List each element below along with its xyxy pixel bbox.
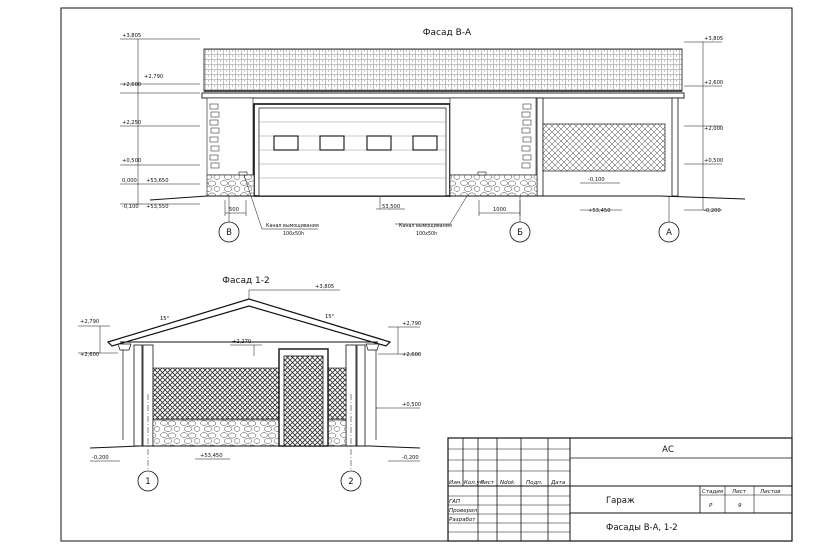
channel-size-right: 100х50h	[416, 231, 437, 237]
stamp-project-code: АС	[662, 445, 674, 455]
stamp-col-list: Лист	[479, 480, 495, 486]
level-ba-2250-left: +2,250	[122, 120, 141, 126]
level-ba-2600-right: +2,600	[704, 80, 723, 86]
stamp-col-izm: Изм.	[449, 480, 462, 486]
facade-ba-post	[536, 97, 544, 197]
stamp-sheet-name: Фасады В-А, 1-2	[606, 523, 678, 533]
axis-1: 1	[145, 477, 150, 487]
facade-ba-plinth-left	[206, 174, 255, 197]
stamp-role-developed: Разработ	[449, 517, 476, 523]
stamp-sheet-value: 9	[738, 503, 742, 509]
facade-12: Фасад 1-2	[78, 276, 421, 492]
facade-ba-wall-right	[449, 97, 537, 176]
facade-12-door	[283, 355, 324, 447]
axis-v: В	[226, 228, 232, 238]
level-ba-53450-right: +53,450	[588, 208, 611, 214]
level-ba-0100-left: -0,100	[122, 204, 139, 210]
level-ba-53650-left: +53,650	[146, 178, 169, 184]
stamp-role-gap: ГАП	[449, 499, 460, 505]
level-ba-0500-left: +0,500	[122, 158, 141, 164]
level-ba-2600-left: +2,600	[122, 82, 141, 88]
level-ba-53550-left: +53,550	[146, 204, 169, 210]
facade-ba-roof	[203, 48, 683, 92]
facade-ba-eave-beam	[201, 92, 685, 99]
stamp-stage-label: Стадия	[702, 489, 724, 495]
level-12-53450: +53,450	[200, 453, 223, 459]
garage-door-windows	[273, 135, 438, 151]
facade-ba-post-right	[671, 97, 679, 197]
axis-a: А	[666, 228, 672, 238]
axis-2: 2	[348, 477, 353, 487]
garage-door	[258, 107, 447, 197]
facade-ba-lattice	[542, 123, 666, 172]
facade-ba-wall-left	[206, 97, 254, 176]
level-12-0200-left: -0,200	[92, 455, 109, 461]
slope-left: 15°	[160, 316, 170, 322]
stamp-col-ndok: Ndok.	[500, 480, 516, 486]
level-ba-0500-right: +0,500	[704, 158, 723, 164]
stamp-col-kolych: Кол.уч	[464, 480, 484, 486]
dimension-500: 500	[229, 207, 239, 213]
level-12-0200-right: -0,200	[402, 455, 419, 461]
level-12-2600-right: +2,600	[402, 352, 421, 358]
level-ba-3805-right: +3,805	[704, 36, 723, 42]
level-ba-2790-left: +2,790	[144, 74, 163, 80]
level-12-door: +2,270	[232, 339, 251, 345]
channel-size-left: 100х50h	[283, 231, 304, 237]
stamp-sheets-label: Листов	[759, 489, 781, 495]
facade-ba-plinth-right	[449, 174, 538, 197]
level-ba-0200-right: -0,200	[704, 208, 721, 214]
slope-right: 15°	[325, 314, 335, 320]
stamp-stage-value: Р	[709, 503, 713, 509]
level-ba-53500: 53,500	[382, 204, 400, 210]
facade-12-title: Фасад 1-2	[222, 276, 270, 286]
level-12-2790-left: +2,790	[80, 319, 99, 325]
dimension-1000: 1000	[493, 207, 506, 213]
level-12-ridge: +3,805	[315, 284, 334, 290]
facade-12-ground	[89, 445, 421, 449]
level-ba-3805-left: +3,805	[122, 33, 141, 39]
level-ba-0000-left: 0,000	[122, 178, 137, 184]
title-block	[447, 437, 793, 542]
channel-label-right: Канал вымощивания	[399, 223, 452, 229]
stamp-col-podp: Подп.	[526, 480, 543, 486]
channel-label-left: Канал вымощивания	[266, 223, 319, 229]
level-12-2600-left: +2,600	[80, 352, 99, 358]
facade-ba: Фасад В-А	[120, 28, 746, 243]
stamp-role-checked: Проверил	[449, 508, 478, 514]
level-12-2790-right: +2,790	[402, 321, 421, 327]
level-ba-0100-right: -0,100	[588, 177, 605, 183]
stamp-object-name: Гараж	[606, 496, 635, 506]
facade-ba-title: Фасад В-А	[423, 28, 472, 38]
stamp-col-data: Дата	[550, 480, 566, 486]
stamp-sheet-label: Лист	[731, 489, 747, 495]
sheet-frame	[60, 7, 793, 542]
axis-b: Б	[517, 228, 523, 238]
facade-ba-ground	[149, 195, 746, 201]
level-12-0500-right: +0,500	[402, 402, 421, 408]
level-ba-2000-right: +2,000	[704, 126, 723, 132]
